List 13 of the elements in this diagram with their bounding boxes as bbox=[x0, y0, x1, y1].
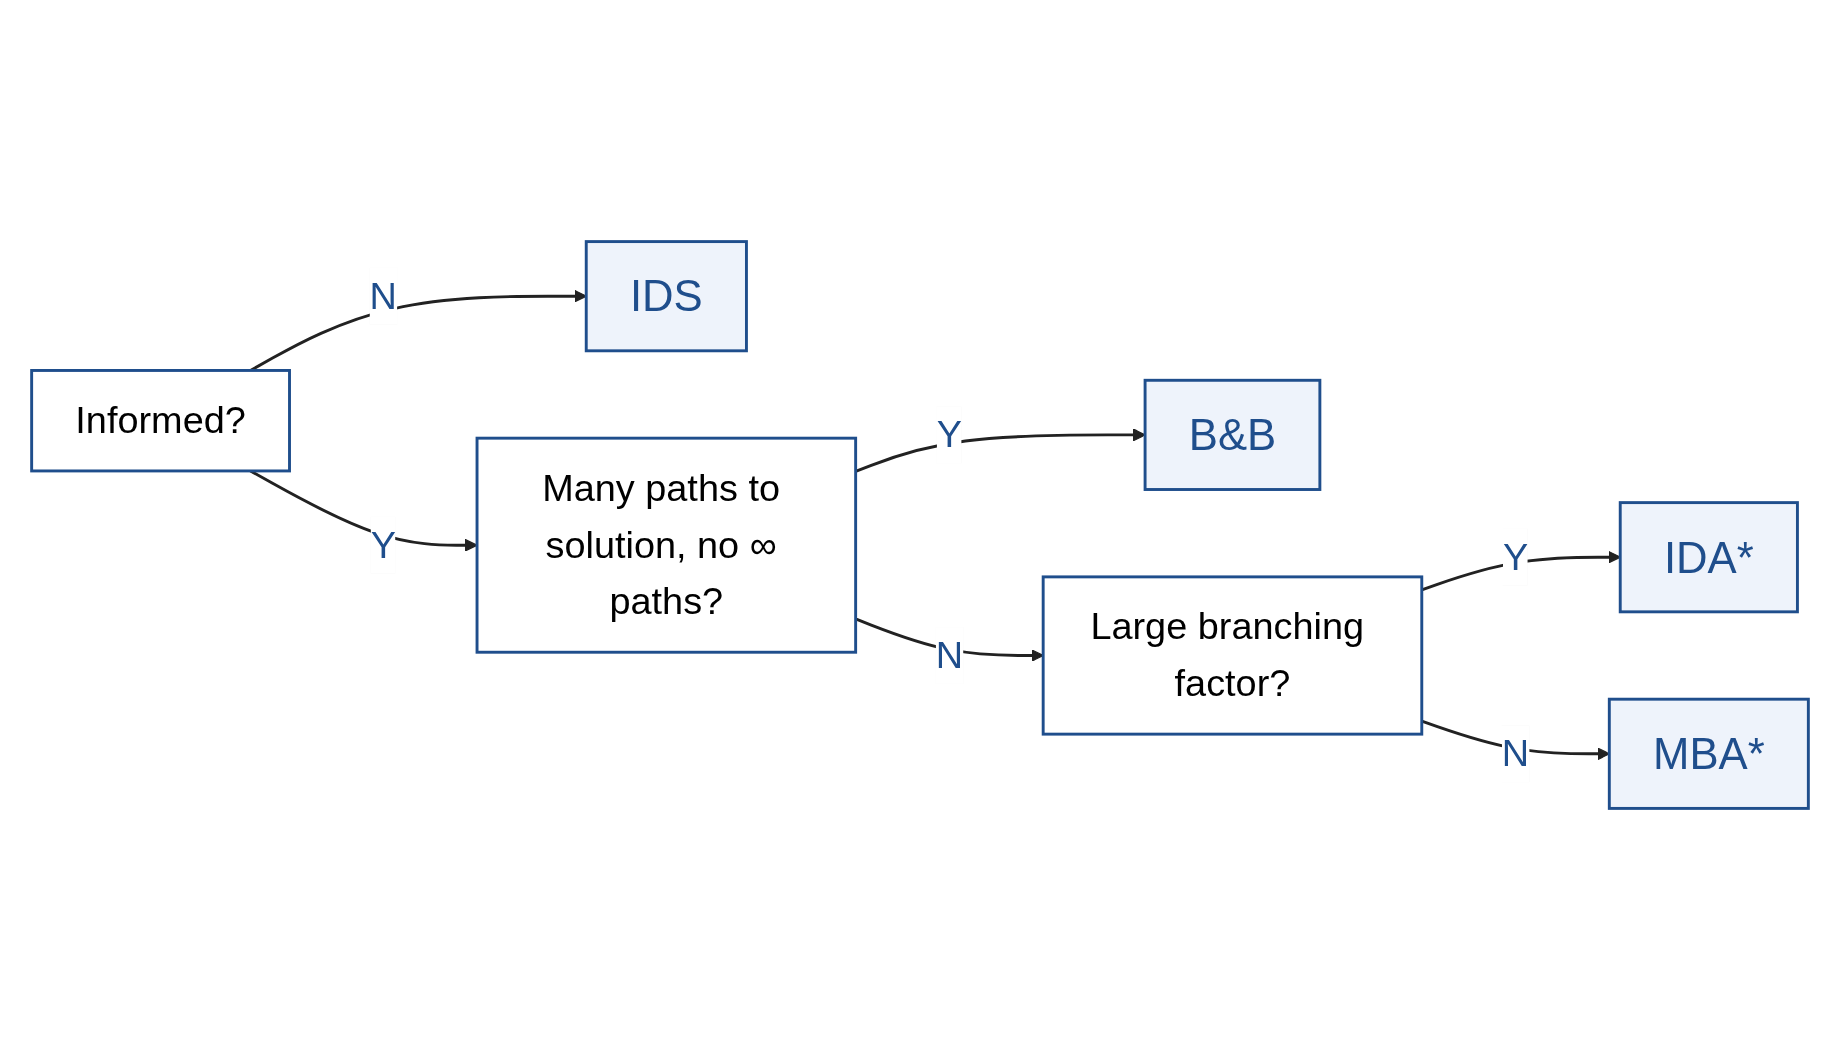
node-box: MBA* bbox=[1607, 697, 1810, 810]
node-box: IDS bbox=[584, 240, 748, 353]
edge-label: N bbox=[1501, 731, 1529, 775]
node-box: Many paths to solution, no ∞ paths? bbox=[475, 436, 857, 654]
node-box: B&B bbox=[1143, 378, 1321, 491]
node-box: Large branching factor? bbox=[1041, 575, 1423, 736]
edge-label: Y bbox=[936, 412, 962, 457]
edge-label: Y bbox=[370, 522, 396, 567]
edge-label: N bbox=[369, 273, 397, 318]
edge-label: Y bbox=[1502, 534, 1528, 579]
node-box: IDA* bbox=[1618, 501, 1799, 614]
edge-label: N bbox=[935, 632, 963, 677]
node-box: Informed? bbox=[29, 369, 291, 473]
